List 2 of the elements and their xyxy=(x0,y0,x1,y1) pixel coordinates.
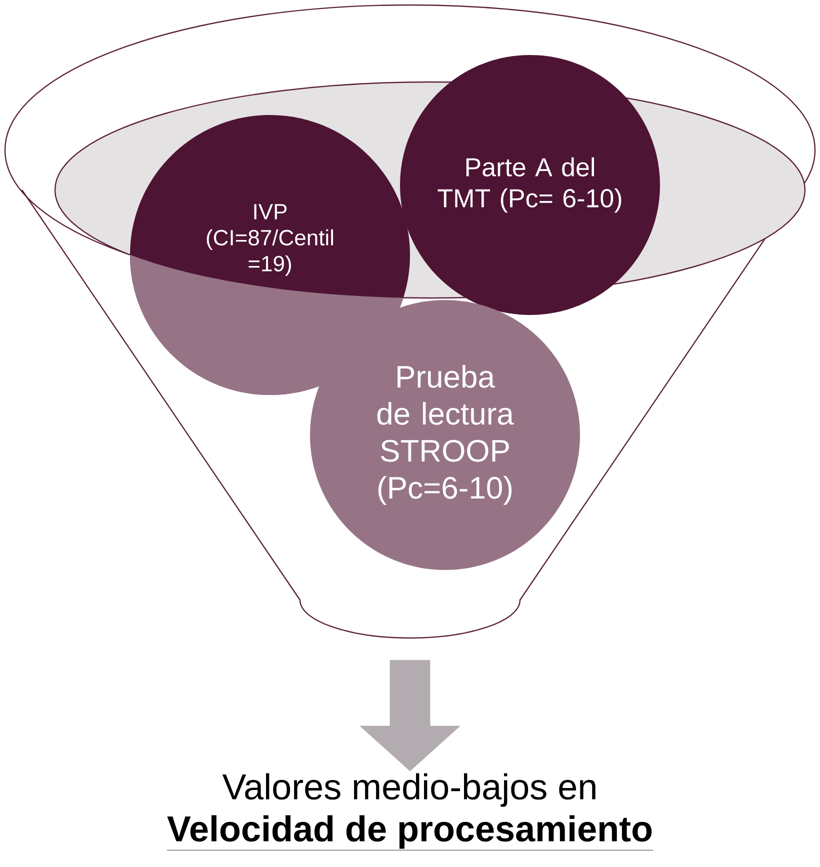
block-arrow xyxy=(360,660,460,772)
result-text: Valores medio-bajos en Velocidad de procesamiento xyxy=(166,773,654,850)
